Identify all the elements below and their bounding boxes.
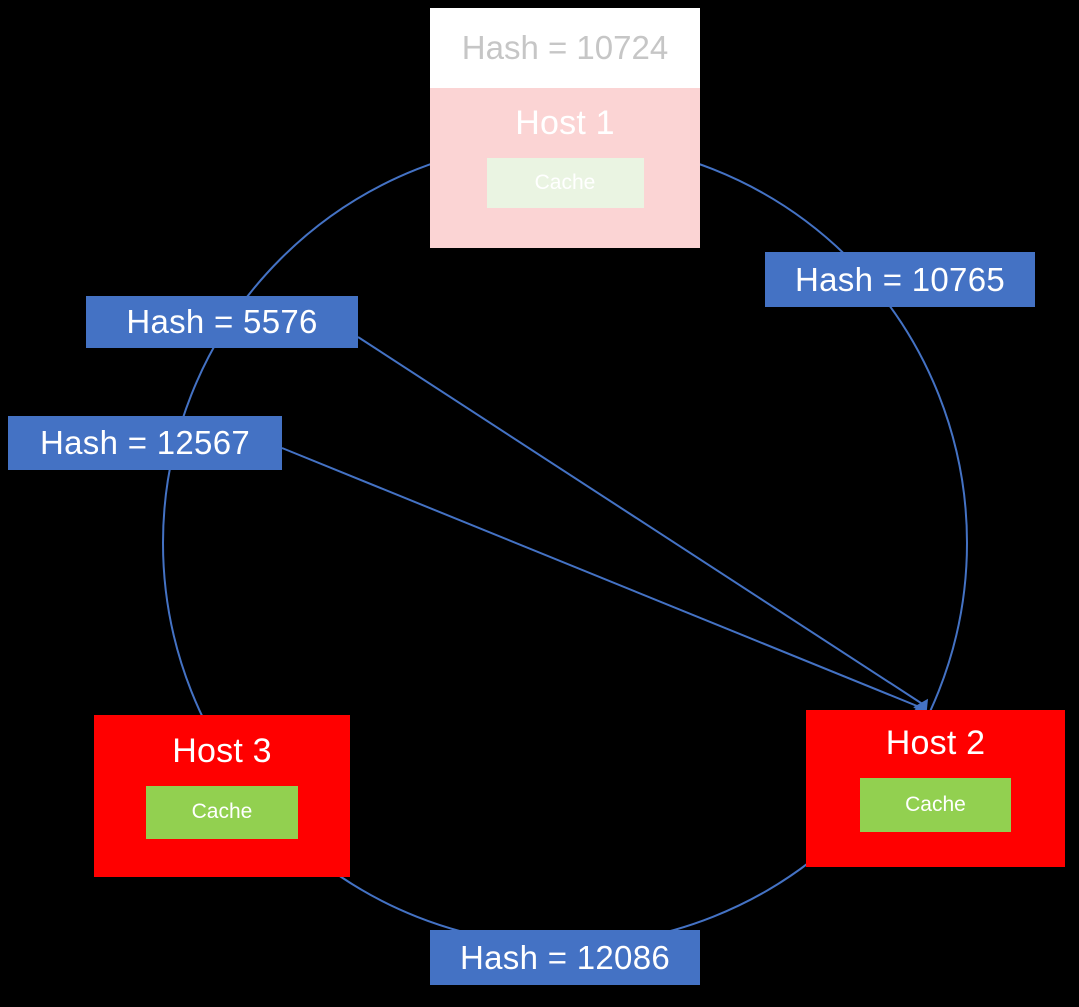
host-2-title: Host 2 (885, 724, 986, 762)
host-node-3[interactable]: Host 3 Cache (94, 715, 350, 877)
connector-12567-to-host-2 (281, 447, 927, 719)
hash-plate-10765-text: Hash = 10765 (794, 260, 1005, 298)
host-2-cache: Cache (860, 777, 1011, 832)
host-3-title: Host 3 (172, 732, 272, 770)
host-node-2[interactable]: Host 2 Cache (806, 710, 1065, 867)
host-1-title: Host 1 (515, 104, 615, 142)
connector-5576-to-host-2 (357, 336, 929, 716)
host-1-hash-text: Hash = 10724 (461, 29, 669, 66)
host-1-hash-label: Hash = 10724 (430, 8, 700, 88)
hash-plate-10765: Hash = 10765 (765, 252, 1035, 307)
host-node-1[interactable]: Host 1 Cache (430, 88, 700, 248)
hash-plate-5576: Hash = 5576 (86, 296, 358, 348)
hash-plate-5576-text: Hash = 5576 (126, 303, 318, 340)
hash-plate-12567: Hash = 12567 (8, 416, 282, 470)
hash-plate-12567-text: Hash = 12567 (39, 424, 250, 461)
host-1-cache: Cache (486, 157, 644, 208)
hash-plate-12086: Hash = 12086 (430, 930, 700, 985)
host-3-cache: Cache (146, 785, 298, 839)
hash-plate-12086-text: Hash = 12086 (459, 938, 670, 976)
